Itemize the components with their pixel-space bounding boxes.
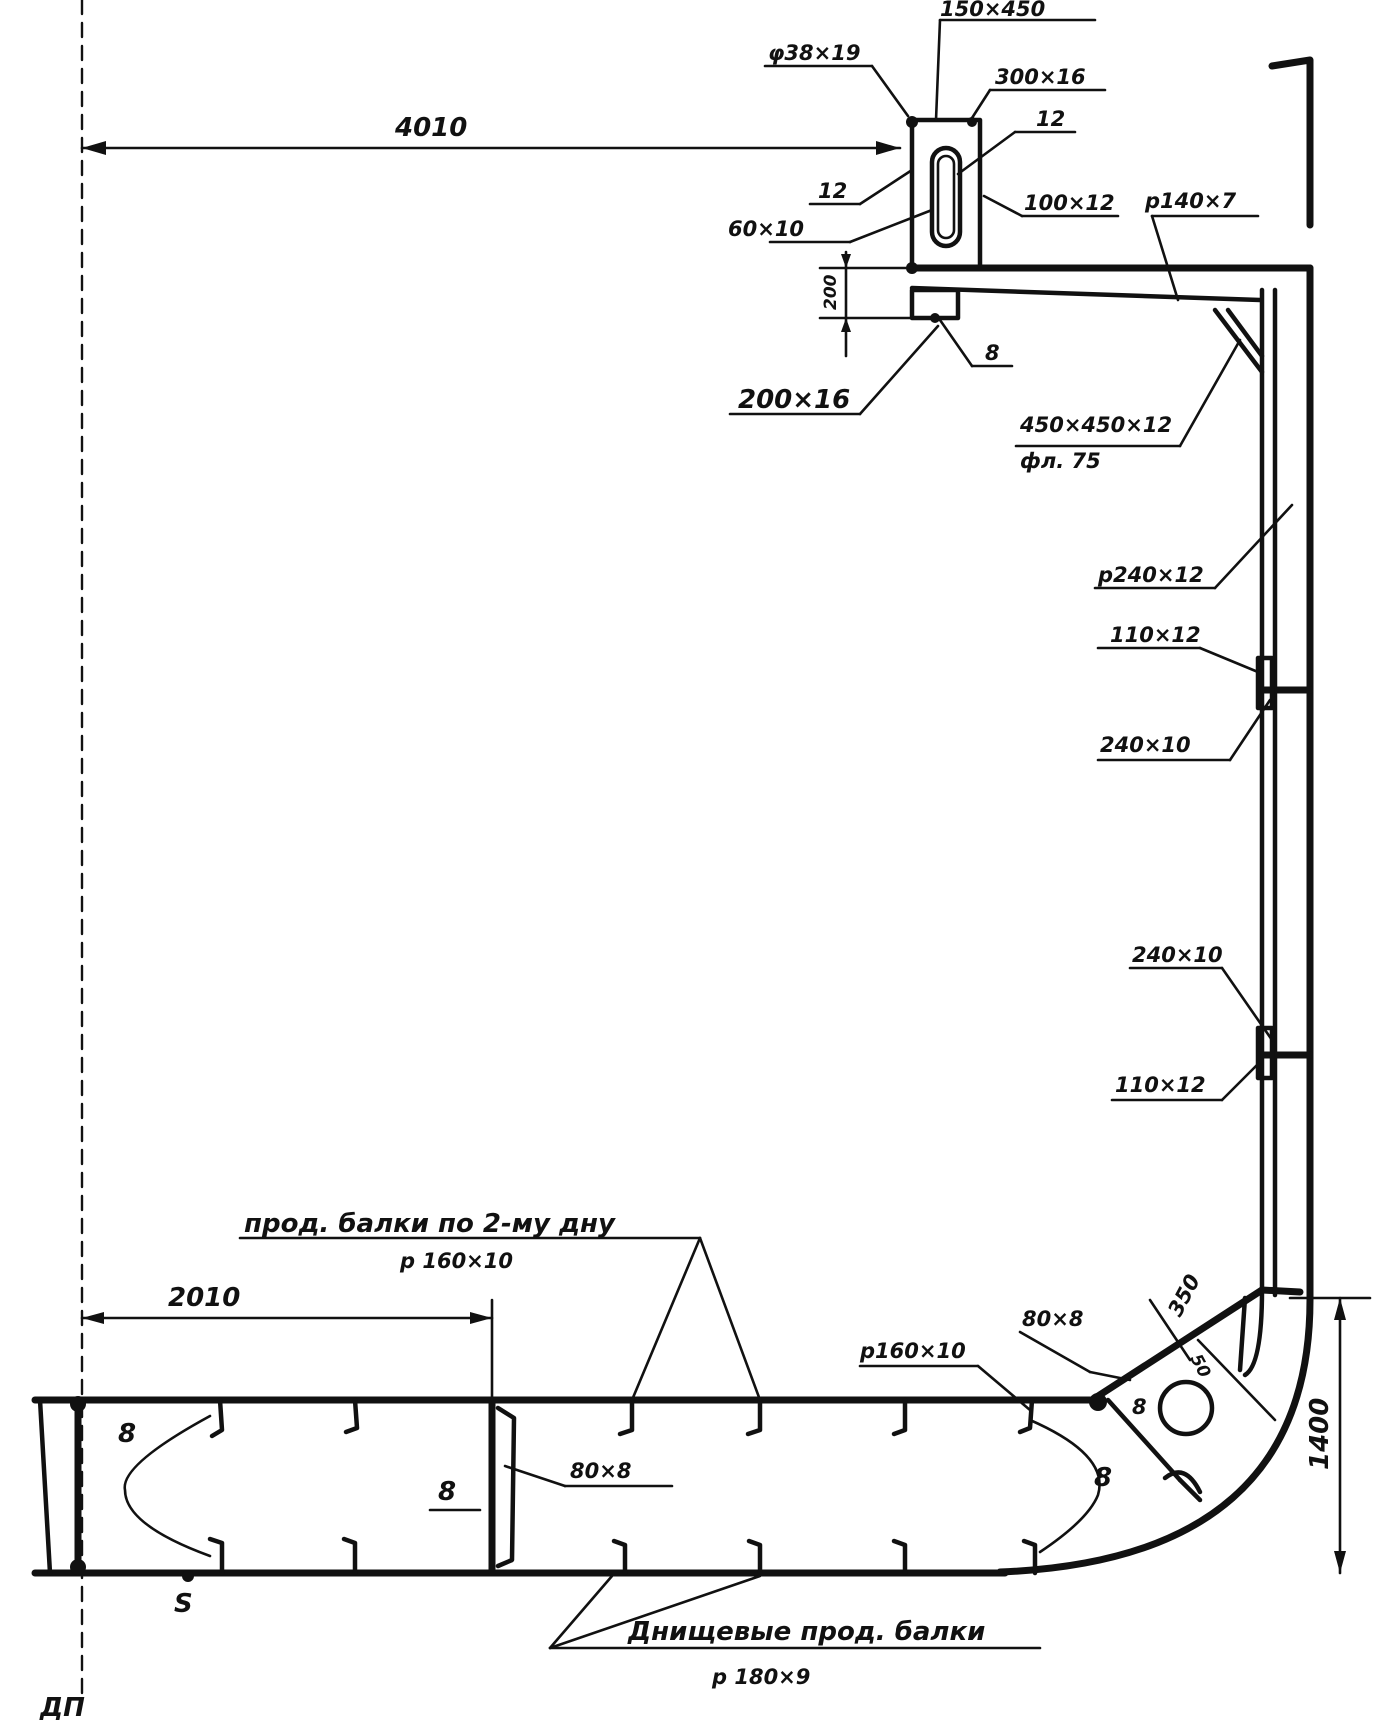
dim-8-left-label: 8 [118,1419,136,1449]
note-bottom-beams-line2: р 180×9 [711,1665,810,1689]
labels-floors: 8 8 80×8 8 S [118,1419,1112,1619]
dim-110x12-upper-label: 110×12 [1110,623,1201,647]
dim-12-top-label: 12 [1036,107,1065,131]
dim-phi38-label: φ38×19 [768,41,860,65]
dim-p160x10-label: р160×10 [859,1339,966,1363]
labels-side: р240×12 110×12 240×10 240×10 110×12 [1093,503,1294,1102]
dim-50-label: 50 [1186,1351,1215,1381]
labels-upper: 150×450 φ38×19 300×16 12 12 60×10 100×12… [728,0,1260,473]
dim-2010-label: 2010 [168,1283,240,1313]
dimension-1400: 1400 [1288,1296,1372,1575]
dim-80x8-bilge-label: 80×8 [1022,1307,1083,1331]
note-long-beams-line1: прод. балки по 2-му дну [244,1209,616,1239]
dim-4010-label: 4010 [394,113,467,143]
dim-200-vert-label: 200 [821,274,841,310]
dim-240x10-lower-label: 240×10 [1132,943,1223,967]
dim-150x450-label: 150×450 [940,0,1045,21]
dim-240x10-upper-label: 240×10 [1100,733,1191,757]
dimension-2010: 2010 [80,1283,494,1402]
dim-60x10-label: 60×10 [728,217,804,241]
dim-8-bilge-label: 8 [1132,1395,1147,1419]
floor-openings [123,1414,1101,1558]
dim-1400-label: 1400 [1305,1398,1335,1470]
inner-bottom-longitudinals [209,1397,1035,1439]
outer-bottom-longitudinals [207,1536,1038,1576]
dim-450x450x12-label: 450×450×12 [1019,413,1172,437]
note-bottom-beams-line1: Днищевые прод. балки [627,1617,985,1647]
dimension-200-vertical: 200 [818,250,914,358]
dim-fl75-label: фл. 75 [1020,449,1101,473]
note-long-beams-line2: р 160×10 [399,1249,513,1273]
dim-s-label: S [174,1589,193,1619]
dim-80x8-mid-label: 80×8 [570,1459,631,1483]
dim-300x16-label: 300×16 [995,65,1086,89]
note-bottom-longitudinals: Днищевые прод. балки р 180×9 [548,1574,1042,1689]
note-inner-bottom-longitudinals: прод. балки по 2-му дну р 160×10 [238,1209,762,1402]
double-bottom [31,1286,1304,1577]
dim-110x12-lower-label: 110×12 [1115,1073,1206,1097]
dim-8-right-label: 8 [1094,1463,1112,1493]
dimension-4010: 4010 [80,113,902,155]
hatch-coaming [1268,56,1314,229]
dim-100x12-label: 100×12 [1024,191,1115,215]
dim-8-bracket-label: 8 [985,341,1000,365]
dim-8-mid-label: 8 [438,1477,456,1507]
coaming-assembly [906,116,1314,323]
centerline-label: ДП [39,1693,85,1720]
dim-350-label: 350 [1163,1270,1205,1320]
dim-p140x7-label: р140×7 [1144,189,1236,213]
dim-200x16-label: 200×16 [738,385,850,415]
dim-12-left-label: 12 [818,179,847,203]
dim-p240x12-label: р240×12 [1097,563,1204,587]
